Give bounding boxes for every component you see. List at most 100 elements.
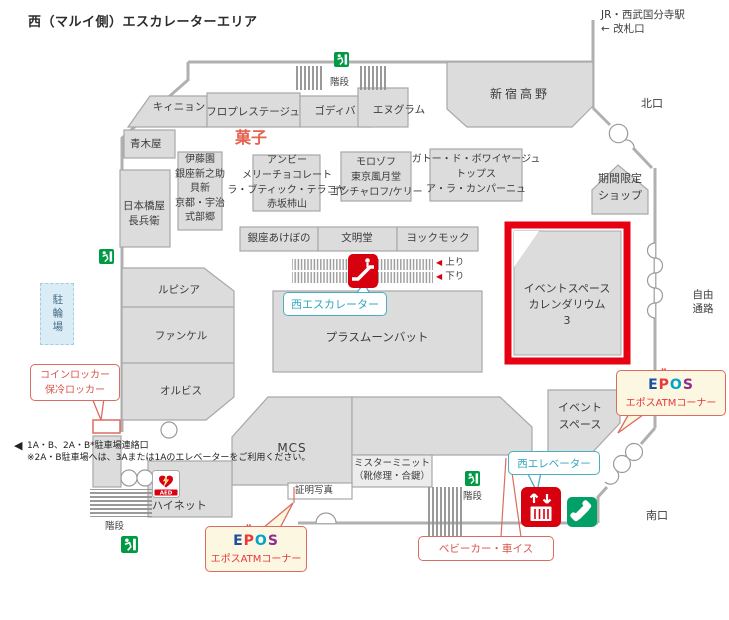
red-event-box-notch — [514, 231, 539, 267]
aed-icon-label: AED — [160, 491, 173, 497]
event-space-label: イベント スペース — [558, 401, 602, 431]
block-minit-label — [351, 454, 433, 488]
stairs-bottom-center-label: 階段 — [463, 491, 483, 502]
shop-morozoff-group: モロゾフ 東京風月堂 ゴンチャロフ/ケリー — [329, 157, 423, 198]
epos-letter-e: E — [648, 376, 659, 393]
shop-mcs: MCS — [277, 441, 307, 455]
shop-orbis: オルビス — [160, 385, 202, 397]
escalator-hatch-4 — [378, 272, 433, 283]
epos-left-pointer — [261, 502, 294, 529]
block-gateau — [429, 148, 523, 202]
parking-note-2: ※2A・B駐車場へは、3Aまたは1Aのエレベーターをご利用ください。 — [27, 453, 311, 463]
phone-icon — [567, 497, 597, 527]
red-event-space-label: イベントスペース カレンダリウム 3 — [523, 282, 611, 327]
epos-logo: EPOS — [648, 378, 694, 392]
block-morozoff — [340, 151, 412, 202]
west-elevator-callout: 西エレベーター — [508, 451, 600, 475]
red-event-box-fill — [513, 230, 622, 356]
parking-triangle-icon: ◀ — [14, 439, 23, 452]
block-takano — [446, 61, 594, 128]
shop-ngram: エヌグラム — [372, 104, 426, 116]
shop-bunmeido: 文明堂 — [341, 232, 373, 244]
bicycle-parking-text: 駐輪場 — [51, 293, 64, 335]
epos-atm-callout-right: EPOS エポスATMコーナー — [616, 370, 726, 416]
escalator-hatch-1 — [292, 259, 348, 270]
wall-northeast-diagonal — [591, 106, 654, 170]
epos-letter-p: P — [244, 534, 255, 548]
door-bottom — [315, 512, 337, 524]
shop-aokiya: 青木屋 — [130, 138, 162, 150]
down-arrow-icon: ◀ — [436, 272, 443, 281]
shop-flo: フロプレステージュ — [206, 106, 300, 118]
shop-limited: 期間限定 ショップ — [598, 172, 642, 202]
block-yokumoku — [396, 226, 479, 252]
epos-atm-label: エポスATMコーナー — [625, 397, 717, 409]
epos-atm-callout-left: EPOS エポスATMコーナー — [205, 526, 307, 572]
up-direction: ◀ 上り — [436, 256, 464, 269]
shop-minit: ミスターミニット （靴修理・合鍵） — [353, 458, 431, 483]
block-limited-shop — [591, 164, 649, 215]
block-corridor-left — [92, 435, 122, 488]
epos-letter-o: O — [669, 376, 683, 393]
epos-letter-e: E — [233, 532, 244, 549]
west-escalator-callout: 西エスカレーター — [283, 292, 387, 316]
shop-yokumoku: ヨックモック — [406, 232, 470, 244]
shop-quinion: キィニョン — [152, 101, 206, 113]
escalator-hatch-2 — [292, 272, 348, 283]
shop-akebono: 銀座あけぼの — [247, 232, 311, 244]
up-arrow-icon: ◀ — [436, 258, 443, 267]
block-itoen — [177, 151, 223, 231]
down-label: 下り — [445, 271, 465, 282]
block-ambie — [252, 154, 321, 212]
station-gate: ← 改札口 — [601, 23, 645, 35]
stairs-bottom-left-label: 階段 — [105, 521, 125, 532]
shop-itoen-group: 伊藤園 銀座新之助 貝新 京都・宇治 式部郷 — [175, 154, 225, 223]
box-photo-booth — [287, 482, 353, 500]
north-exit-label: 北口 — [641, 97, 663, 110]
up-label: 上り — [445, 257, 465, 268]
stairs-top-right-hatch — [358, 66, 386, 90]
epos-letter-s: S — [682, 376, 694, 393]
epos-letter-o: O — [254, 532, 268, 549]
escalator-hatch-3 — [378, 259, 433, 270]
station-name: JR・西武国分寺駅 — [601, 9, 685, 21]
stairs-top-label: 階段 — [330, 77, 350, 88]
confectionery-label: 菓子 — [235, 128, 268, 147]
exit-icon-bottom-center — [465, 471, 480, 486]
shop-hinet: ハイネット — [152, 499, 207, 512]
door-passage — [646, 242, 664, 319]
coin-locker-callout: コインロッカー 保冷ロッカー — [30, 364, 120, 401]
stairs-bottom-left-hatch — [90, 489, 152, 517]
exit-icon-left — [99, 249, 114, 264]
bicycle-parking-label: 駐輪場 — [40, 283, 74, 345]
block-nihonbashiya — [119, 169, 171, 248]
shop-nihonbashiya: 日本橋屋 長兵衛 — [123, 200, 165, 227]
shop-lupicia: ルピシア — [158, 284, 200, 296]
free-passage-label: 自由 通路 — [692, 289, 714, 315]
door-corridor-circle — [160, 421, 178, 439]
shop-ambie-group: アンビー メリーチョコレート ラ・ブティック・テラコヤ 赤坂柿山 — [227, 155, 347, 211]
exit-icon-bottom-left — [121, 536, 138, 553]
page-title: 西（マルイ側）エスカレーターエリア — [28, 15, 258, 30]
block-flo — [206, 92, 301, 128]
shop-gateau-group: ガトー・ド・ボワイヤージュ トップス ア・ラ・カンパーニュ — [411, 154, 541, 195]
block-akebono — [239, 226, 319, 252]
epos-atm-label: エポスATMコーナー — [210, 553, 302, 565]
coin-locker-target — [92, 419, 121, 434]
south-exit-label: 南口 — [646, 509, 668, 522]
shop-moonbat: プラスムーンバット — [325, 330, 429, 344]
block-lupicia-group — [121, 267, 235, 421]
epos-logo: EPOS — [233, 534, 279, 548]
block-aokiya — [123, 129, 176, 159]
elevator-icon — [521, 487, 561, 527]
coin-locker-pointer — [91, 397, 105, 423]
photo-booth-label: 証明写真 — [295, 485, 334, 496]
parking-note-1: 1A・B、2A・B*駐車場連絡口 — [27, 441, 149, 451]
door-corridor-double — [120, 469, 154, 487]
door-south — [604, 442, 644, 485]
block-south-center — [351, 396, 533, 456]
stroller-wheelchair-callout: ベビーカー・車イス — [418, 536, 554, 561]
epos-letter-s: S — [267, 532, 279, 549]
shop-takano: 新宿高野 — [489, 87, 551, 101]
